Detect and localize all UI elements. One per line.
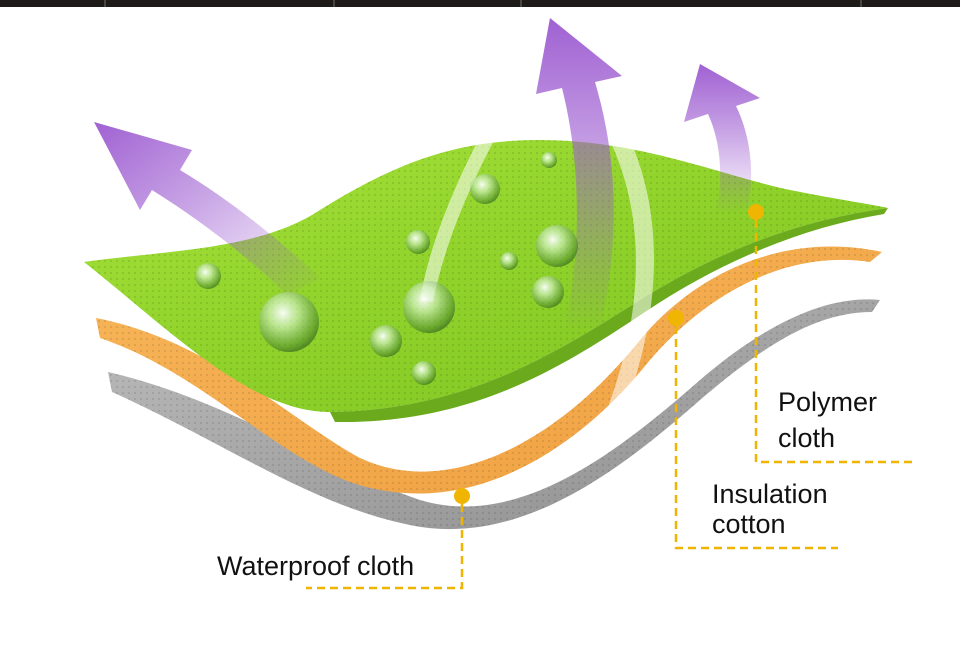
label-polymer-line1: Polymer [778,387,878,417]
label-waterproof-line1: Waterproof cloth [217,551,415,581]
water-droplet [370,325,402,357]
label-insulation-cotton: Insulation cotton [712,479,828,539]
leader-dot [668,310,684,326]
leader-line-insulation [668,310,838,550]
top-border-bar [0,0,960,7]
water-droplet [412,361,436,385]
breathability-arrow-right [684,64,760,214]
label-waterproof-cloth: Waterproof cloth [217,548,414,584]
label-insulation-line1: Insulation [712,479,828,509]
top-bar-divider [860,0,862,7]
top-bar-divider [520,0,522,7]
water-droplets [195,152,578,385]
label-polymer-cloth: Polymer cloth [778,384,877,456]
water-droplet [259,292,319,352]
water-droplet [403,281,455,333]
breathability-arrow-middle [536,18,622,330]
water-droplet [470,174,500,204]
top-bar-divider [104,0,106,7]
water-droplet [532,276,564,308]
water-droplet [500,252,518,270]
leader-line-waterproof [306,488,470,590]
label-polymer-line2: cloth [778,423,836,453]
label-insulation-line2: cotton [712,509,786,539]
water-droplet [406,230,430,254]
breathability-arrow-left [94,122,320,296]
water-droplet [541,152,557,168]
waterproof-cloth-layer [108,299,880,530]
water-droplet [536,225,578,267]
water-droplet [195,263,221,289]
leader-dot [454,488,470,504]
leader-dot [748,204,764,220]
leader-line-polymer [748,204,914,464]
top-bar-divider [333,0,335,7]
airflow-swooshes [420,62,654,455]
insulation-cotton-layer [96,246,882,494]
